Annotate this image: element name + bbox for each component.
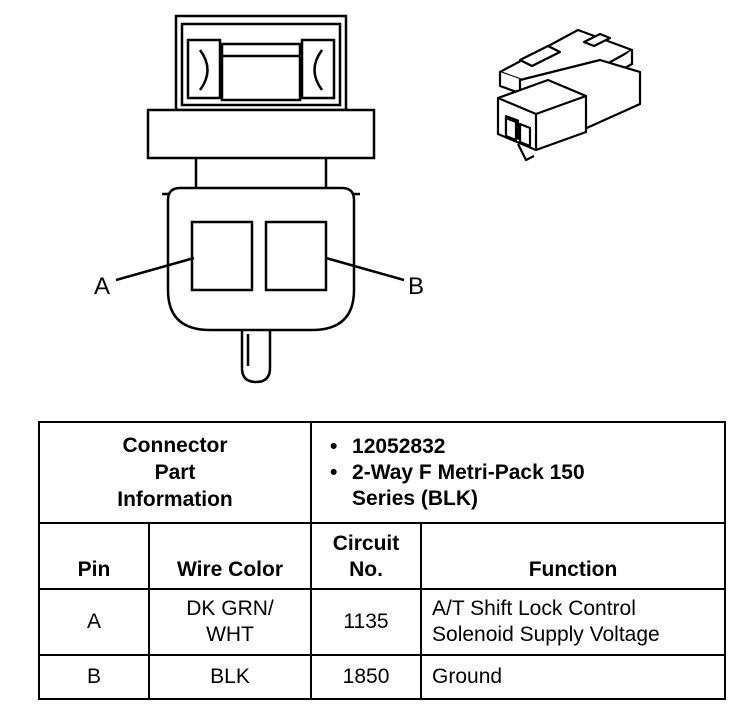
row-pin: A xyxy=(38,588,150,656)
row-function: A/T Shift Lock Control Solenoid Supply V… xyxy=(420,588,727,656)
row-function: Ground xyxy=(420,654,727,700)
pin-a-label: A xyxy=(94,273,110,300)
row-circuit: 1135 xyxy=(310,588,423,656)
connector-front-view xyxy=(115,14,405,384)
pin-a-leader-line xyxy=(115,256,195,282)
table-row: A DK GRN/ WHT 1135 A/T Shift Lock Contro… xyxy=(38,588,727,656)
row-wire-color: DK GRN/ WHT xyxy=(147,588,313,656)
connector-type: 2-Way F Metri-Pack 150 Series (BLK) xyxy=(330,460,724,512)
col-header-pin: Pin xyxy=(38,522,150,590)
col-header-circuit: Circuit No. xyxy=(310,522,423,590)
col-header-function: Function xyxy=(420,522,727,590)
connector-isometric-view xyxy=(496,28,642,162)
part-info-label: Connector Part Information xyxy=(37,421,313,524)
pin-b-label: B xyxy=(408,273,424,300)
row-wire-color: BLK xyxy=(147,654,313,700)
pin-b-leader-line xyxy=(325,256,405,282)
connector-diagram: A B xyxy=(94,14,642,384)
row-pin: B xyxy=(38,654,150,700)
connector-info-table: Connector Part Information 12052832 2-Wa… xyxy=(37,421,727,700)
part-number: 12052832 xyxy=(330,434,724,460)
col-header-wire-color: Wire Color xyxy=(147,522,313,590)
part-info-values: 12052832 2-Way F Metri-Pack 150 Series (… xyxy=(310,421,727,524)
row-circuit: 1850 xyxy=(310,654,423,700)
table-row: B BLK 1850 Ground xyxy=(38,654,727,700)
